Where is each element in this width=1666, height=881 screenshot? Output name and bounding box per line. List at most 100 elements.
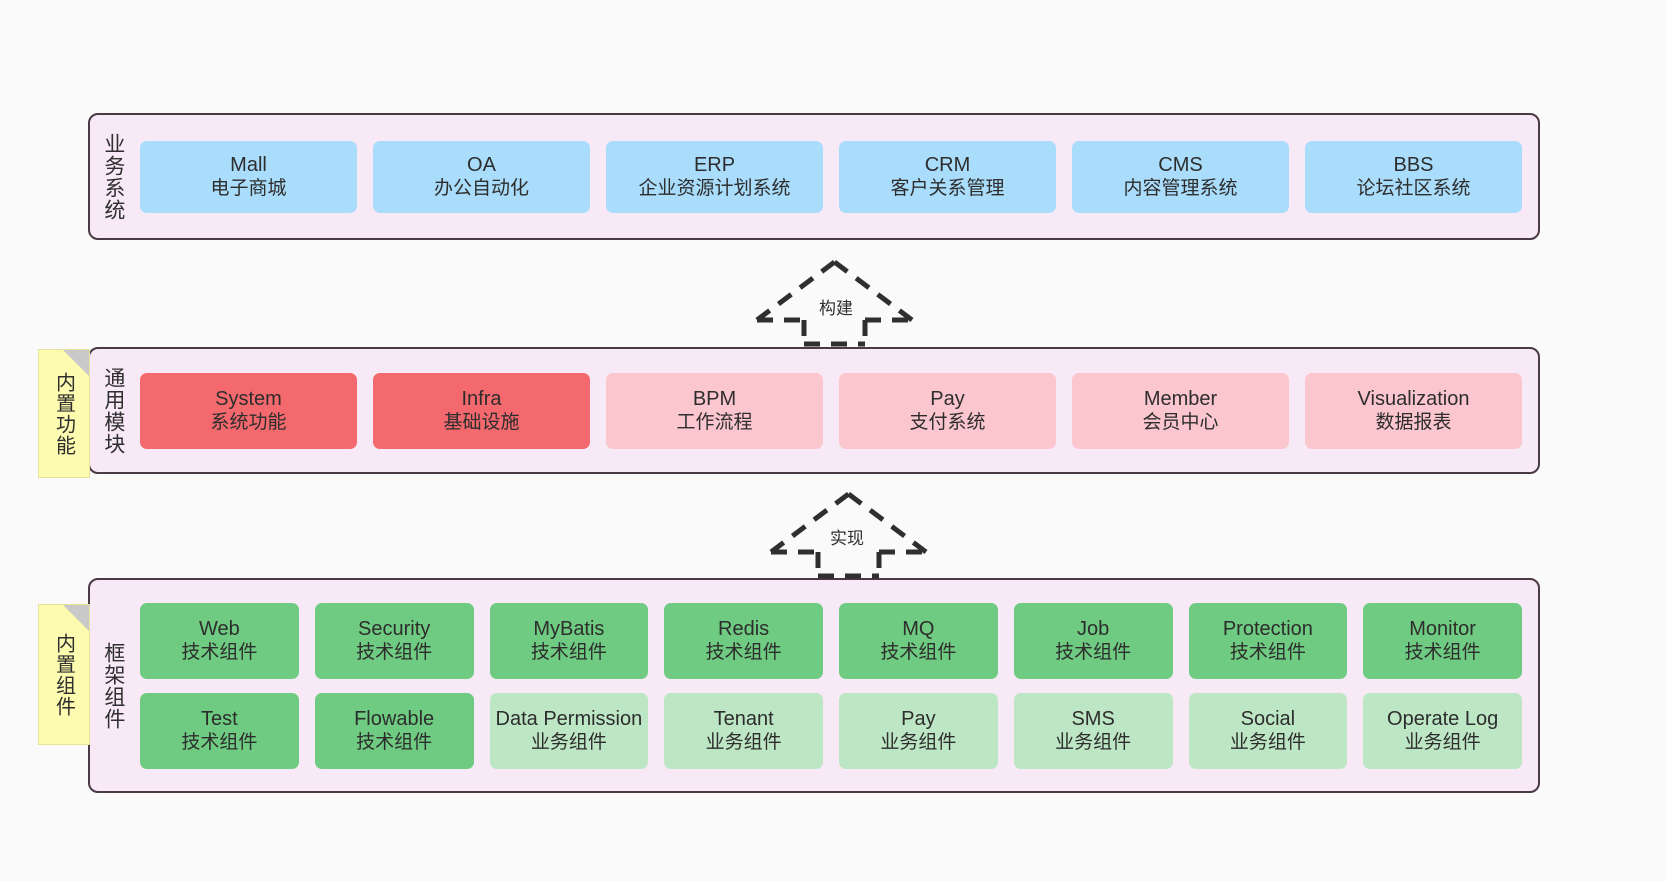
card-pay-module-name: Pay [930,387,965,410]
card-crm-desc: 客户关系管理 [890,178,1005,200]
card-sms-name: SMS [1071,707,1115,730]
card-infra-desc: 基础设施 [443,412,520,434]
layer-common-module: 通用模块 System 系统功能 Infra 基础设施 BPM 工作流程 Pay… [88,347,1540,474]
connector-build-arrow [755,259,914,347]
card-cms-desc: 内容管理系统 [1123,178,1238,200]
card-member-name: Member [1143,387,1218,410]
layer-common-title: 通用模块 [101,366,125,455]
card-mybatis-desc: 技术组件 [530,642,607,664]
card-pay-module[interactable]: Pay 支付系统 [839,372,1056,449]
card-tenant-name: Tenant [713,707,774,730]
card-pay-module-desc: 支付系统 [909,412,986,434]
connector-implement-label: 实现 [828,524,866,549]
card-social-name: Social [1240,707,1296,730]
card-system-desc: 系统功能 [210,412,287,434]
card-oa[interactable]: OA 办公自动化 [373,140,590,213]
card-system[interactable]: System 系统功能 [140,372,357,449]
card-bpm-desc: 工作流程 [676,412,753,434]
framework-row-tech: Web 技术组件 Security 技术组件 MyBatis 技术组件 Redi… [140,602,1522,679]
card-test-desc: 技术组件 [181,732,258,754]
card-system-name: System [215,387,282,410]
card-infra[interactable]: Infra 基础设施 [373,372,590,449]
layer-framework-body: Web 技术组件 Security 技术组件 MyBatis 技术组件 Redi… [136,580,1538,791]
card-member[interactable]: Member 会员中心 [1072,372,1289,449]
card-bbs-desc: 论坛社区系统 [1356,178,1471,200]
layer-business-system: 业务系统 Mall 电子商城 OA 办公自动化 ERP 企业资源计划系统 CRM… [88,113,1540,240]
card-crm-name: CRM [924,153,971,176]
card-cms-name: CMS [1158,153,1203,176]
card-cms[interactable]: CMS 内容管理系统 [1072,140,1289,213]
layer-framework-title: 框架组件 [101,641,125,730]
card-erp-desc: 企业资源计划系统 [638,178,791,200]
card-crm[interactable]: CRM 客户关系管理 [839,140,1056,213]
card-mall-desc: 电子商城 [210,178,287,200]
card-flowable-desc: 技术组件 [356,732,433,754]
card-pay-component[interactable]: Pay 业务组件 [839,692,998,769]
card-mq-desc: 技术组件 [880,642,957,664]
card-erp-name: ERP [693,153,736,176]
card-sms-desc: 业务组件 [1055,732,1132,754]
card-security-name: Security [358,617,431,640]
card-mybatis-name: MyBatis [533,617,605,640]
card-test-name: Test [201,707,238,730]
layer-framework-component: 框架组件 Web 技术组件 Security 技术组件 MyBatis 技术组件… [88,578,1540,793]
card-job[interactable]: Job 技术组件 [1013,602,1173,679]
card-operate-log[interactable]: Operate Log 业务组件 [1363,692,1522,769]
card-web-desc: 技术组件 [181,642,258,664]
card-monitor-name: Monitor [1409,617,1476,640]
framework-row-biz: Test 技术组件 Flowable 技术组件 Data Permission … [140,692,1522,769]
card-data-permission-name: Data Permission [495,707,643,730]
card-oa-desc: 办公自动化 [433,178,529,200]
layer-common-body: System 系统功能 Infra 基础设施 BPM 工作流程 Pay 支付系统… [136,349,1538,472]
card-web[interactable]: Web 技术组件 [140,602,299,679]
card-bbs[interactable]: BBS 论坛社区系统 [1305,140,1522,213]
card-operate-log-desc: 业务组件 [1404,732,1481,754]
card-tenant[interactable]: Tenant 业务组件 [664,692,823,769]
card-protection-desc: 技术组件 [1229,642,1306,664]
card-visualization-name: Visualization [1357,387,1470,410]
card-security-desc: 技术组件 [356,642,433,664]
sticky-note-builtin-component: 内置组件 [38,604,90,745]
business-row: Mall 电子商城 OA 办公自动化 ERP 企业资源计划系统 CRM 客户关系… [140,140,1522,213]
card-mall[interactable]: Mall 电子商城 [140,140,357,213]
card-infra-name: Infra [461,387,502,410]
card-data-permission-desc: 业务组件 [530,732,607,754]
layer-business-body: Mall 电子商城 OA 办公自动化 ERP 企业资源计划系统 CRM 客户关系… [136,115,1538,238]
card-erp[interactable]: ERP 企业资源计划系统 [606,140,823,213]
card-tenant-desc: 业务组件 [705,732,782,754]
sticky-note-builtin-function: 内置功能 [38,349,90,478]
card-oa-name: OA [467,153,496,176]
card-protection-name: Protection [1222,617,1313,640]
connector-build-label: 构建 [817,294,855,319]
card-job-desc: 技术组件 [1055,642,1132,664]
card-security[interactable]: Security 技术组件 [314,602,474,679]
common-row: System 系统功能 Infra 基础设施 BPM 工作流程 Pay 支付系统… [140,372,1522,449]
card-visualization-desc: 数据报表 [1375,412,1452,434]
card-pay-component-desc: 业务组件 [880,732,957,754]
card-data-permission[interactable]: Data Permission 业务组件 [489,692,649,769]
card-mq[interactable]: MQ 技术组件 [839,602,998,679]
card-job-name: Job [1077,617,1110,640]
card-bbs-name: BBS [1393,153,1434,176]
card-pay-component-name: Pay [901,707,936,730]
connector-implement-arrow [769,491,928,579]
card-visualization[interactable]: Visualization 数据报表 [1305,372,1522,449]
card-test[interactable]: Test 技术组件 [140,692,299,769]
card-monitor-desc: 技术组件 [1404,642,1481,664]
card-sms[interactable]: SMS 业务组件 [1013,692,1173,769]
card-member-desc: 会员中心 [1142,412,1219,434]
card-mybatis[interactable]: MyBatis 技术组件 [489,602,649,679]
card-social-desc: 业务组件 [1229,732,1306,754]
card-social[interactable]: Social 业务组件 [1188,692,1348,769]
card-redis[interactable]: Redis 技术组件 [664,602,823,679]
card-redis-name: Redis [718,617,770,640]
card-mq-name: MQ [902,617,935,640]
card-redis-desc: 技术组件 [705,642,782,664]
card-web-name: Web [198,617,240,640]
card-mall-name: Mall [230,153,267,176]
card-monitor[interactable]: Monitor 技术组件 [1363,602,1522,679]
card-flowable[interactable]: Flowable 技术组件 [314,692,474,769]
card-protection[interactable]: Protection 技术组件 [1188,602,1348,679]
card-bpm[interactable]: BPM 工作流程 [606,372,823,449]
